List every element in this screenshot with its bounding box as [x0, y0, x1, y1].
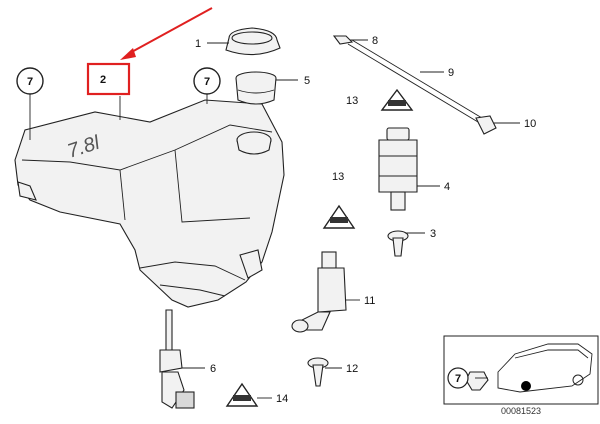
warning-triangle-icon — [225, 382, 259, 407]
part-label-5: 5 — [304, 75, 310, 87]
warning-triangle-icon — [380, 88, 414, 111]
svg-text:7: 7 — [204, 76, 210, 88]
circled-label-7b: 7 — [193, 67, 221, 95]
highlight-callout — [86, 7, 213, 96]
warning-triangle-icon — [322, 204, 356, 229]
part-label-10: 10 — [524, 118, 536, 130]
car-location-icon — [497, 343, 593, 393]
part-label-12: 12 — [346, 363, 358, 375]
part-label-6: 6 — [210, 363, 216, 375]
screw-part-12 — [307, 357, 329, 387]
part-label-13-mid: 13 — [332, 171, 344, 183]
seal-ring — [235, 71, 277, 105]
part-label-4: 4 — [444, 181, 450, 193]
leader-lines — [29, 39, 520, 399]
part-label-13-top: 13 — [346, 95, 358, 107]
part-label-1: 1 — [195, 38, 201, 50]
svg-text:7: 7 — [27, 76, 33, 88]
tank-cap — [225, 27, 281, 56]
washer-tank: 7.8l — [14, 99, 285, 308]
part-label-14: 14 — [276, 393, 288, 405]
car-location-thumbnail — [443, 335, 599, 405]
part-label-2: 2 — [100, 74, 106, 86]
rear-washer-pump — [291, 251, 347, 333]
part-label-9: 9 — [448, 67, 454, 79]
screw-part-3 — [387, 230, 409, 257]
washer-pump — [378, 127, 418, 211]
part-label-3: 3 — [430, 228, 436, 240]
document-number: 00081523 — [501, 406, 541, 416]
svg-text:7: 7 — [455, 373, 461, 385]
level-sensor — [159, 309, 195, 409]
part-label-11: 11 — [364, 295, 375, 307]
washer-hose — [332, 35, 497, 135]
part-label-8: 8 — [372, 35, 378, 47]
circled-label-7a: 7 — [16, 67, 44, 95]
circled-label-7c: 7 — [447, 367, 469, 389]
